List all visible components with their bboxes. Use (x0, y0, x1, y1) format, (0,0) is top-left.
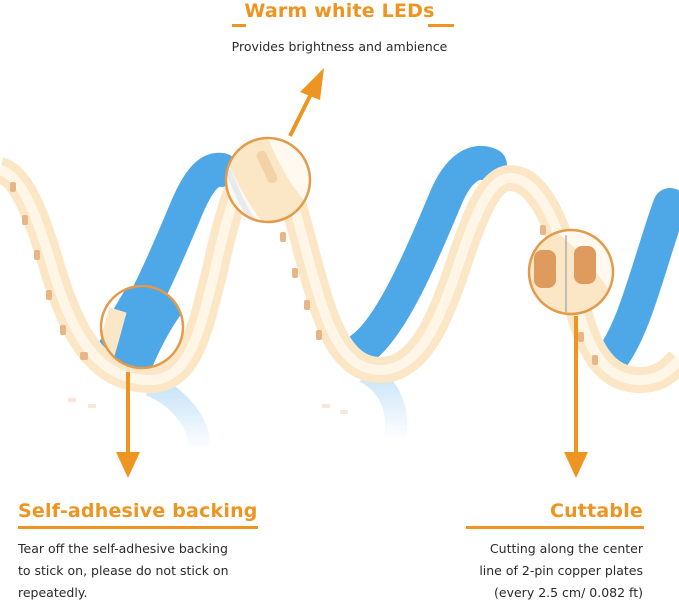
title-underline (466, 526, 644, 529)
description-line: repeatedly. (18, 585, 88, 600)
title-underline (18, 526, 258, 529)
description-line: line of 2-pin copper plates (479, 563, 643, 578)
arrow-down-icon (564, 316, 588, 478)
description-line: Cutting along the center (489, 541, 643, 556)
warm-white-leds-description: Provides brightness and ambience (231, 39, 448, 54)
description-line: to stick on, please do not stick on (18, 563, 229, 578)
zoom-circle-cut-line (527, 228, 615, 316)
description-line: (every 2.5 cm/ 0.082 ft) (494, 585, 643, 600)
cuttable-title: Cuttable (549, 500, 643, 522)
description-line: Tear off the self-adhesive backing (18, 541, 228, 556)
self-adhesive-backing-description: Tear off the self-adhesive backing to st… (18, 538, 229, 604)
warm-white-leds-title: Warm white LEDs (244, 0, 435, 22)
title-underline (232, 24, 246, 27)
title-underline (428, 24, 454, 27)
self-adhesive-backing-title: Self-adhesive backing (18, 500, 258, 522)
arrow-down-icon (116, 372, 140, 478)
cuttable-description: Cutting along the center line of 2-pin c… (479, 538, 643, 604)
arrow-up-right-icon (288, 68, 324, 137)
